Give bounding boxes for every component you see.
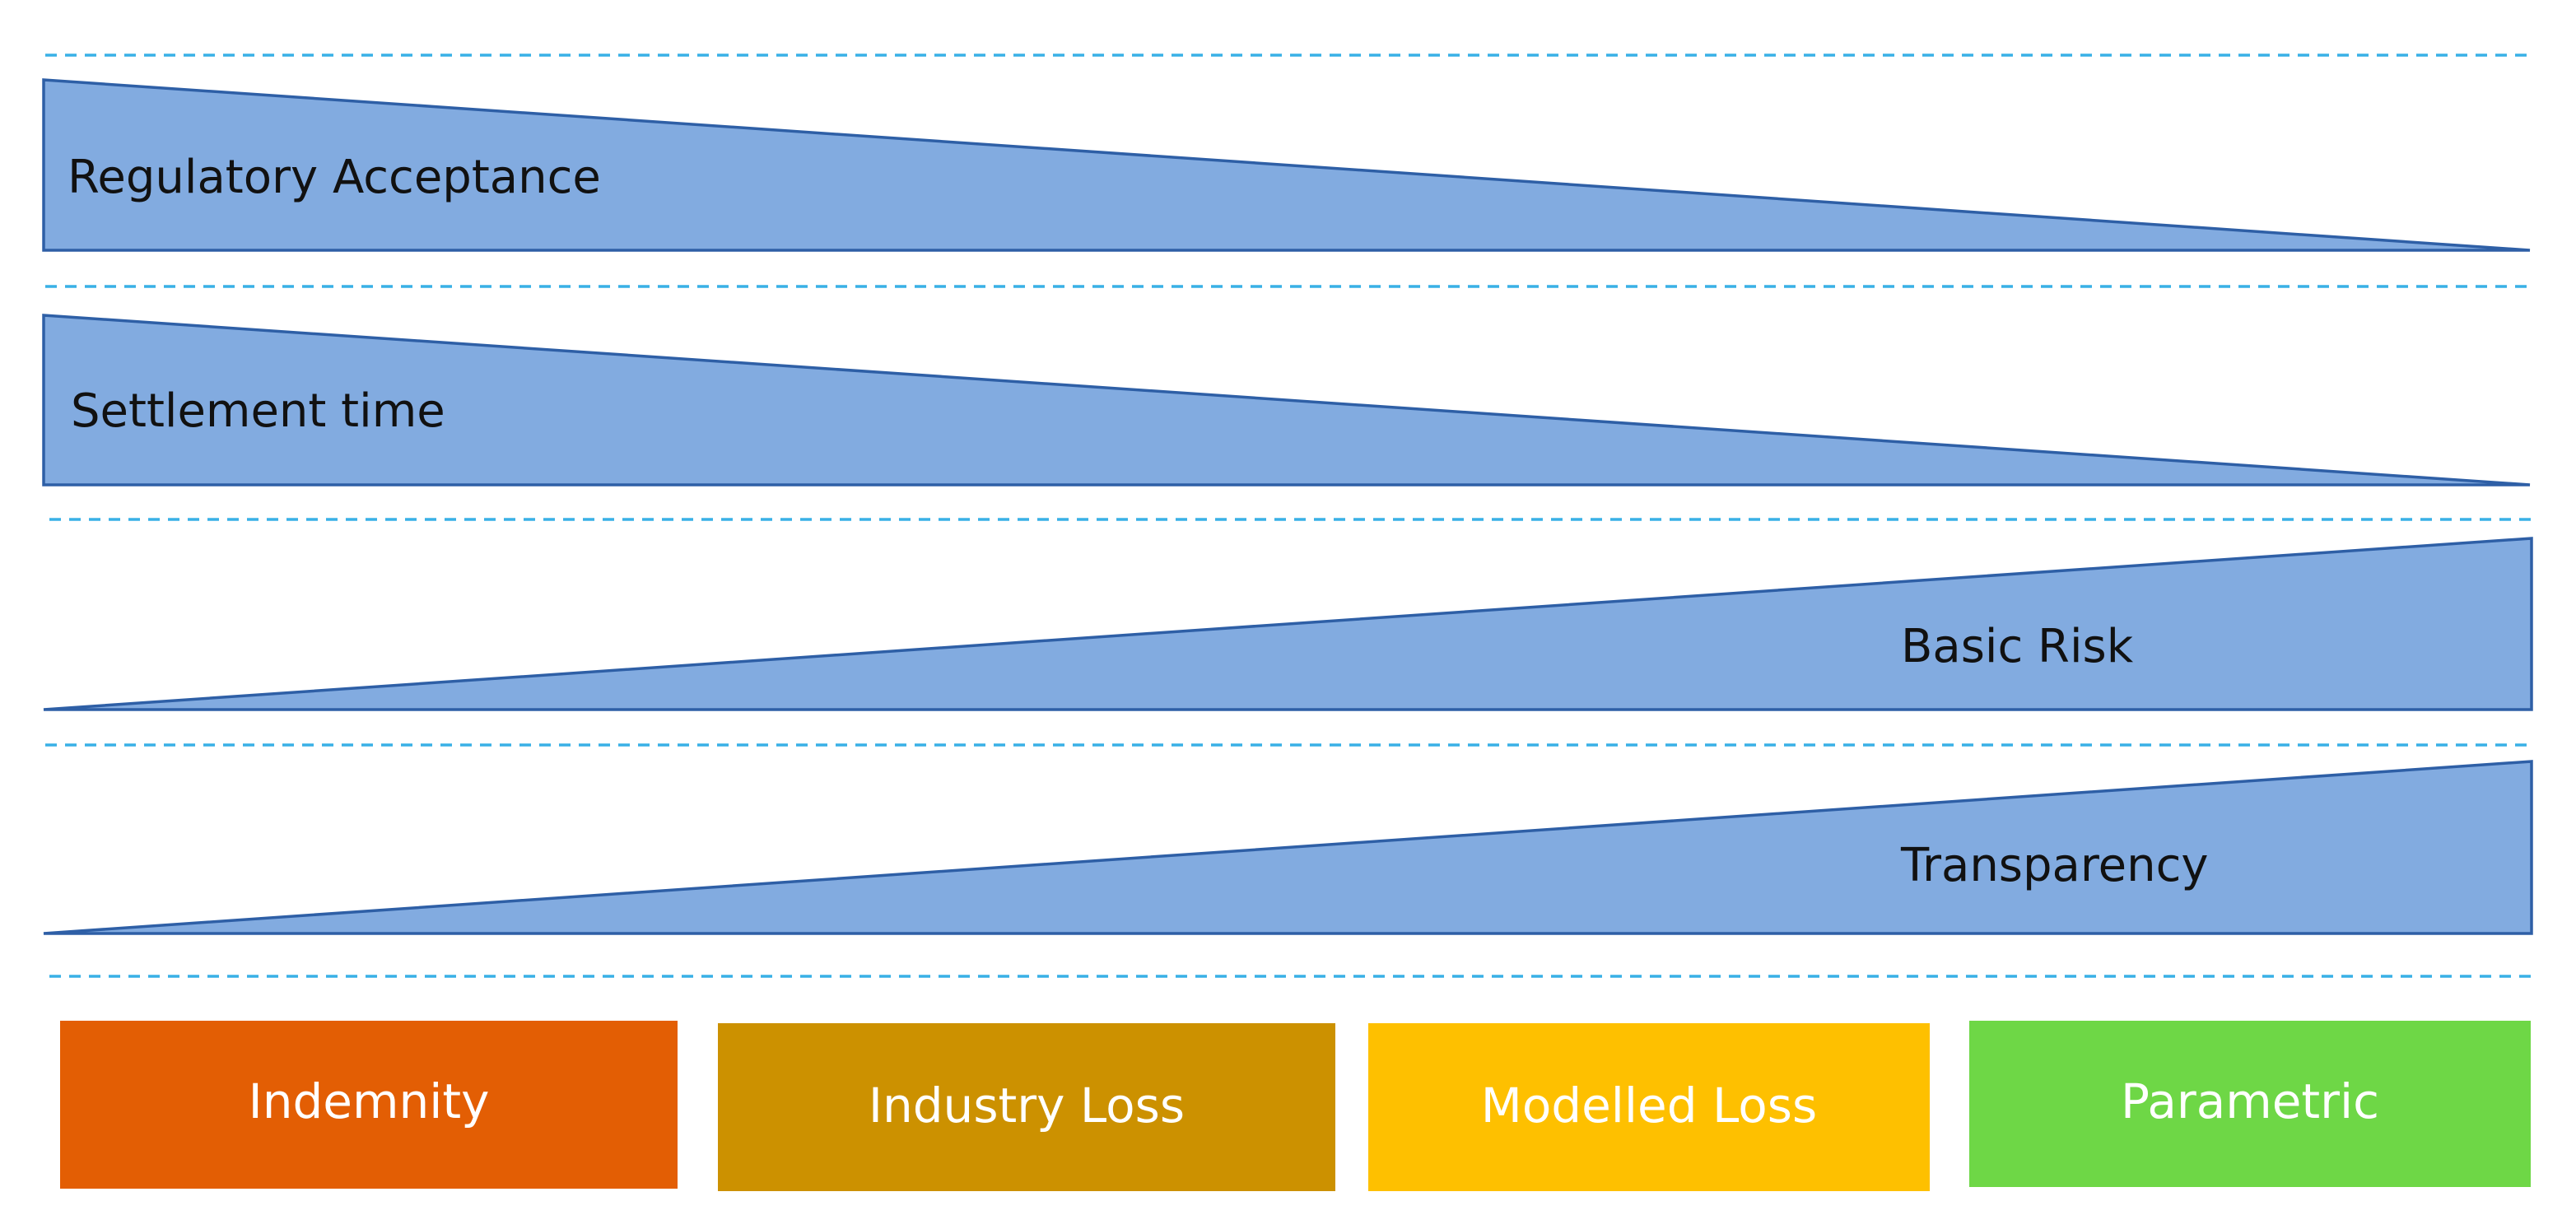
- wedge-label: Transparency: [1900, 839, 2209, 892]
- category-label: Indemnity: [249, 1073, 490, 1129]
- category-boxes: Indemnity Industry Loss Modelled Loss Pa…: [60, 1021, 2531, 1191]
- wedge-shape: [42, 314, 2531, 486]
- wedge-label: Settlement time: [71, 384, 445, 438]
- category-label: Parametric: [2121, 1073, 2379, 1129]
- category-indemnity: Indemnity: [60, 1021, 678, 1189]
- wedge-basic-risk: Basic Risk: [43, 537, 2533, 711]
- category-box: [1368, 1023, 1930, 1191]
- category-box: [718, 1023, 1335, 1191]
- wedge-shape: [43, 537, 2533, 711]
- wedge-transparency: Transparency: [43, 760, 2533, 935]
- category-box: [1969, 1021, 2531, 1187]
- category-label: Modelled Loss: [1481, 1078, 1817, 1134]
- category-parametric: Parametric: [1969, 1021, 2531, 1187]
- category-modelled-loss: Modelled Loss: [1368, 1023, 1930, 1191]
- wedge-settlement-time: Settlement time: [42, 314, 2531, 486]
- wedge-shape: [43, 760, 2533, 935]
- category-industry-loss: Industry Loss: [718, 1023, 1335, 1191]
- wedge-label: Regulatory Acceptance: [68, 151, 601, 204]
- category-label: Industry Loss: [869, 1078, 1185, 1134]
- wedge-label: Basic Risk: [1901, 620, 2134, 673]
- wedge-regulatory-acceptance: Regulatory Acceptance: [42, 78, 2531, 252]
- wedge-shape: [42, 78, 2531, 252]
- category-box: [60, 1021, 678, 1189]
